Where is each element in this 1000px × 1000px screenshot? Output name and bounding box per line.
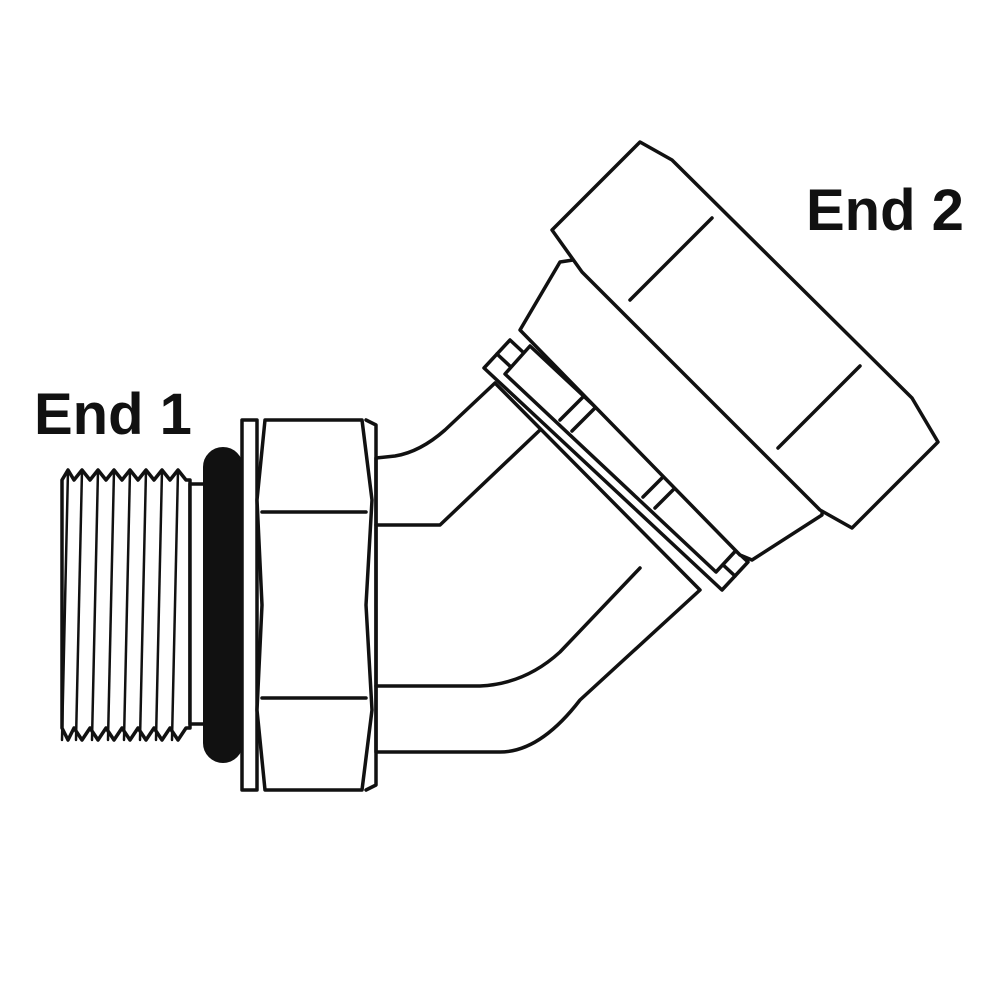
- washer: [240, 418, 259, 792]
- male-thread: [60, 468, 192, 742]
- o-ring: [203, 447, 243, 763]
- end-1-label: End 1: [34, 382, 192, 447]
- hex-nut-end1: [255, 418, 378, 792]
- elbow-body: [374, 381, 702, 754]
- hex-nut-end2: [550, 140, 940, 530]
- end-2-label: End 2: [806, 178, 964, 243]
